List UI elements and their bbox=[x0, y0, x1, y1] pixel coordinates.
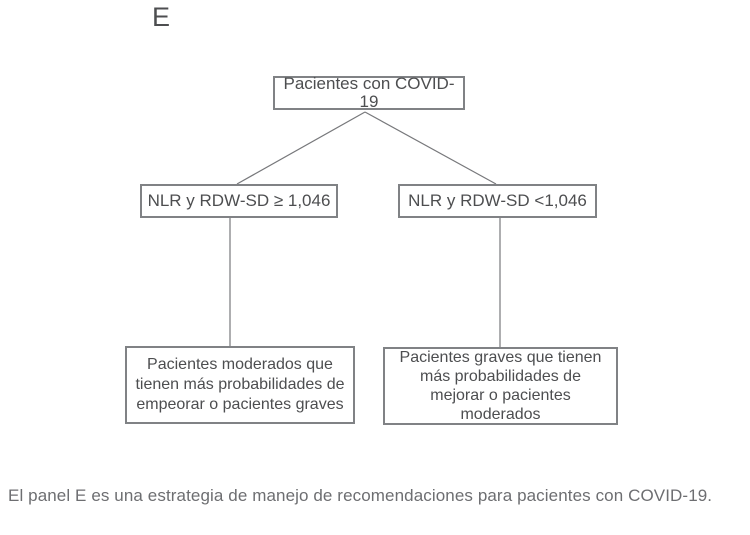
panel-label: E bbox=[152, 2, 171, 32]
connector-line-root-to-right bbox=[364, 111, 497, 185]
flowchart-node-outcome-right: Pacientes graves que tienen más probabil… bbox=[383, 347, 618, 425]
flowchart-node-root: Pacientes con COVID-19 bbox=[273, 75, 465, 111]
flowchart-node-outcome-left: Pacientes moderados que tienen más proba… bbox=[125, 346, 355, 424]
connector-line-root-to-left bbox=[236, 111, 366, 185]
flowchart-node-branch-right: NLR y RDW-SD <1,046 bbox=[398, 184, 597, 218]
figure-caption: El panel E es una estrategia de manejo d… bbox=[8, 486, 713, 505]
flowchart-node-branch-left: NLR y RDW-SD ≥ 1,046 bbox=[140, 184, 338, 218]
